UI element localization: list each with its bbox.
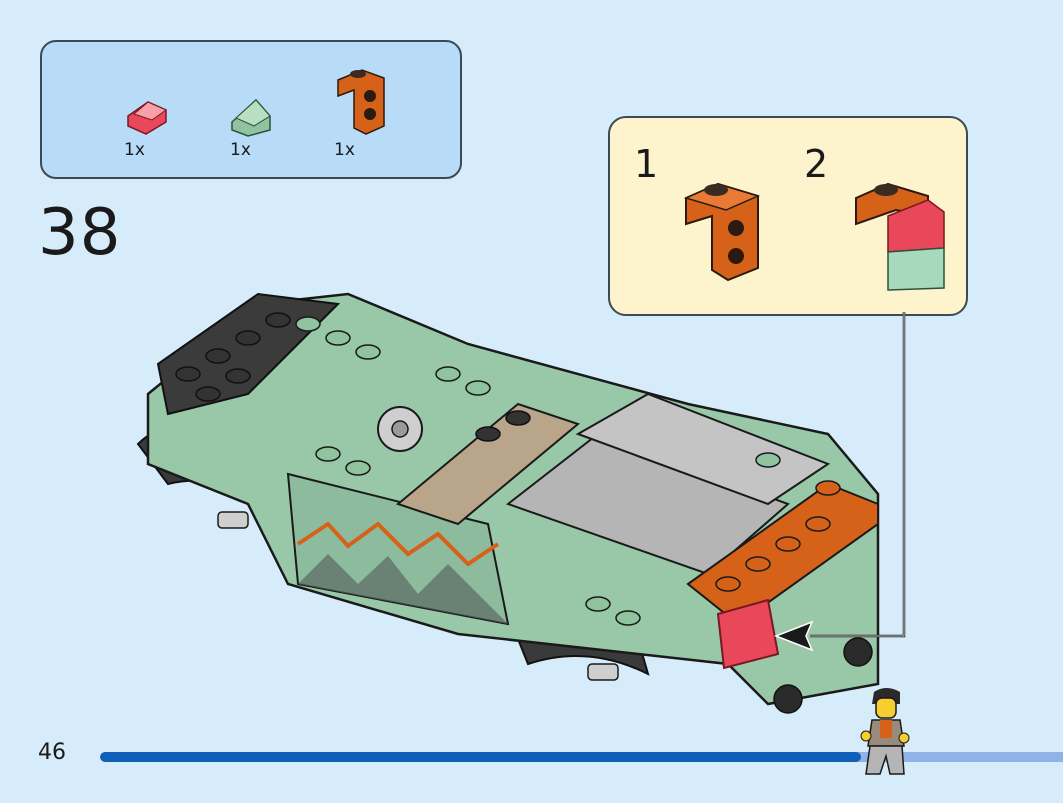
black-plate	[156, 292, 341, 416]
sub-step-number: 1	[634, 142, 659, 186]
progress-bar	[100, 752, 1063, 762]
part-quantity: 1x	[124, 140, 145, 160]
grey-plate	[505, 432, 790, 576]
orange-bracket-with-red-slope-icon	[855, 182, 945, 291]
step-number: 38	[38, 196, 122, 270]
part-quantity: 1x	[334, 140, 355, 160]
progress-fill	[100, 752, 861, 762]
mountain-print	[296, 521, 500, 567]
grey-plate	[575, 392, 831, 506]
page-number: 46	[38, 740, 66, 765]
minifigure-icon	[860, 688, 910, 775]
red-tail-light	[716, 598, 780, 670]
orange-bracket-piece-icon	[337, 69, 385, 135]
parts-list-box: 1x 1x 1x	[40, 40, 462, 179]
sub-assembly-callout: 1 2	[608, 116, 968, 316]
sub-step-number: 2	[804, 142, 829, 186]
vehicle-model-illustration	[136, 292, 880, 714]
red-transparent-slope-piece-icon	[127, 101, 168, 135]
sand-green-slope-piece-icon	[231, 98, 271, 137]
part-quantity: 1x	[230, 140, 251, 160]
orange-bracket-piece-icon	[683, 182, 761, 282]
callout-pointer-arrow	[773, 312, 906, 652]
